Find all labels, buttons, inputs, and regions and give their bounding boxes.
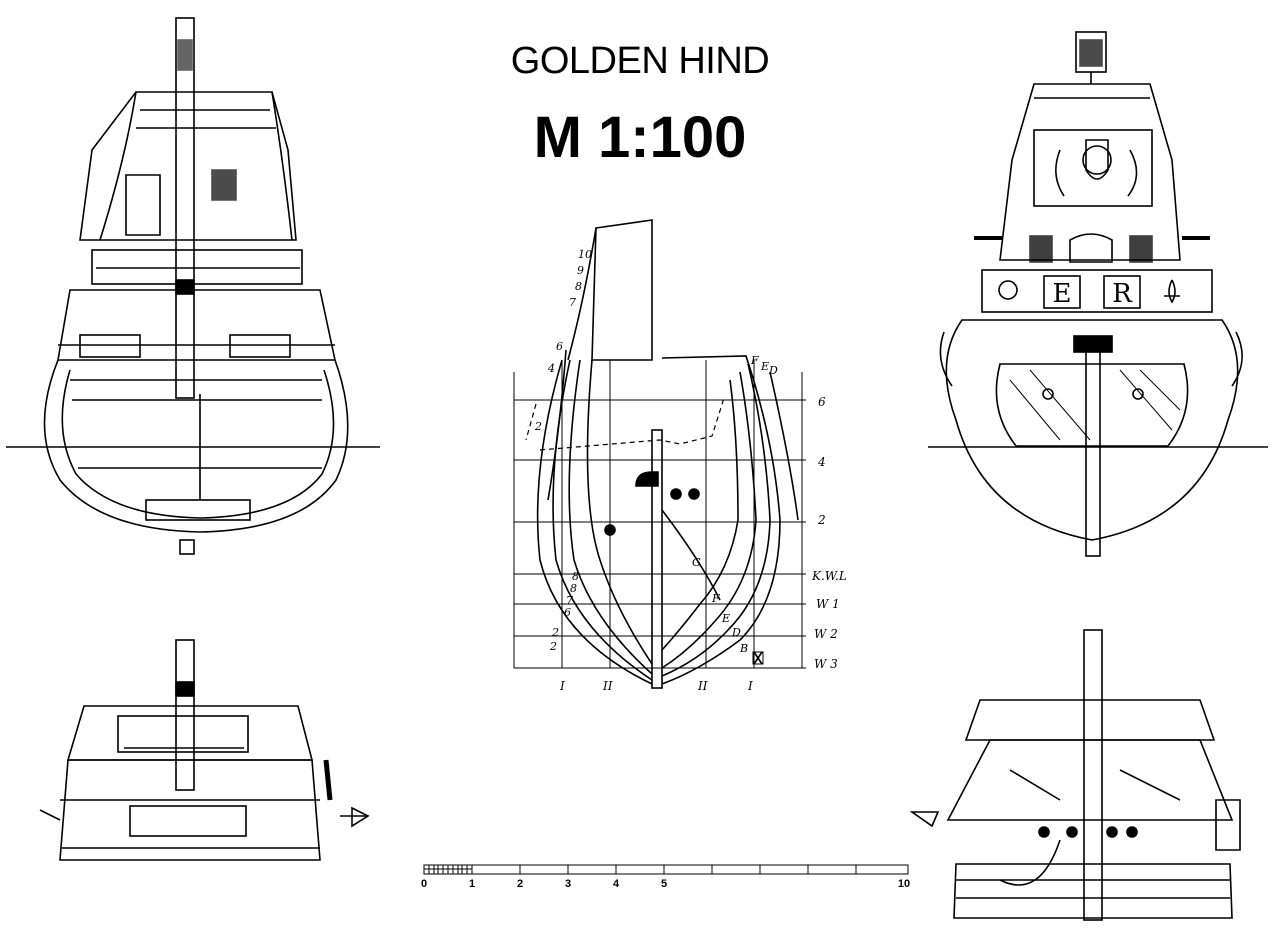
- bow-section-view: [6, 17, 380, 555]
- scale-label-10: 10: [898, 878, 910, 890]
- hull-label-6: 6: [564, 606, 571, 619]
- buttock-label-ii-right: II: [697, 679, 708, 693]
- waterline-label-4: 4: [817, 455, 826, 469]
- scale-label-2: 2: [517, 878, 523, 890]
- plan-title: GOLDEN HIND: [510, 40, 770, 82]
- aft-section-view: [39, 639, 370, 861]
- hull-label-g: G: [692, 556, 701, 569]
- scale-label-1: 1: [469, 878, 475, 890]
- frame-number-6: 6: [556, 340, 563, 353]
- rose-emblem: [998, 280, 1018, 300]
- frame-number-10: 10: [578, 248, 592, 261]
- hull-label-7: 7: [566, 594, 573, 607]
- bow-view: [909, 629, 1241, 921]
- hull-label-d: D: [731, 626, 741, 639]
- hull-label-e: E: [721, 612, 730, 625]
- waterline-label-kwl: K.W.L: [811, 569, 847, 583]
- frame-letter-f: F: [750, 354, 759, 367]
- frame-number-2: 2: [534, 420, 542, 433]
- frame-number-9: 9: [577, 264, 584, 277]
- buttock-label-i-left: I: [559, 679, 565, 693]
- frame-number-8: 8: [575, 280, 582, 293]
- frame-letter-d: D: [768, 364, 778, 377]
- waterline-label-2: 2: [817, 513, 826, 527]
- buttock-label-ii-left: II: [602, 679, 613, 693]
- waterline-label-w2: W 2: [814, 627, 838, 641]
- hull-label-2-upper: 2: [551, 626, 559, 639]
- scale-label-3: 3: [565, 878, 571, 890]
- scale-label-4: 4: [613, 878, 620, 890]
- waterline-label-6: 6: [818, 395, 826, 409]
- scale-bar: [423, 864, 909, 875]
- fleur-de-lis-emblem: [1164, 279, 1180, 304]
- body-plan: [513, 219, 806, 689]
- frame-number-7: 7: [569, 296, 576, 309]
- hull-label-8b: 8: [570, 582, 577, 595]
- scale-label-0: 0: [421, 878, 427, 890]
- frame-letter-e: E: [760, 360, 769, 373]
- stern-letter-e: E: [1053, 279, 1072, 309]
- hull-label-f: F: [711, 592, 720, 605]
- hull-label-2-lower: 2: [549, 640, 557, 653]
- stern-view: E R: [928, 31, 1268, 557]
- stern-letter-r: R: [1112, 279, 1133, 309]
- scale-title: M 1:100: [533, 105, 747, 170]
- buttock-label-i-right: I: [747, 679, 753, 693]
- hull-label-b: B: [739, 642, 748, 655]
- frame-number-4: 4: [547, 362, 555, 375]
- waterline-label-w3: W 3: [814, 657, 838, 671]
- hull-label-8a: 8: [572, 570, 579, 583]
- waterline-label-w1: W 1: [816, 597, 840, 611]
- scale-label-5: 5: [661, 878, 667, 890]
